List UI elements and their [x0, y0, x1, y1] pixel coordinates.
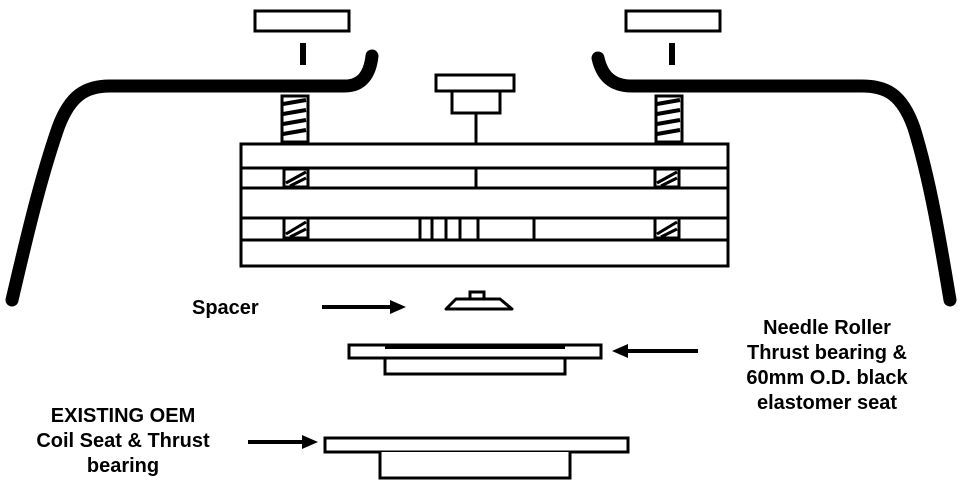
- needle-roller-label-line-4: elastomer seat: [756, 392, 898, 414]
- right-threaded-stud: [653, 94, 684, 240]
- existing-oem-arrow: [248, 435, 318, 449]
- left-strut-tower-outline: [5, 49, 379, 307]
- spacer-label: Spacer: [192, 296, 259, 321]
- mount-plate-3: [239, 238, 730, 268]
- piston-rod-nut: [434, 73, 516, 144]
- right-strut-tower-outline: [591, 51, 957, 307]
- existing-oem-label-line-2: Coil Seat & Thrust: [36, 430, 210, 452]
- center-bushing: [418, 218, 536, 240]
- existing-oem-label-line-1: EXISTING OEM: [50, 405, 196, 427]
- oem-coil-seat-part: [323, 436, 630, 480]
- needle-roller-bearing-part: [347, 343, 603, 376]
- existing-oem-label-line-3: bearing: [86, 455, 160, 477]
- existing-oem-label: EXISTING OEM Coil Seat & Thrust bearing: [0, 404, 246, 479]
- right-top-nut: [624, 9, 722, 65]
- needle-roller-label-line-2: Thrust bearing &: [746, 342, 907, 364]
- needle-roller-label: Needle Roller Thrust bearing & 60mm O.D.…: [714, 316, 940, 416]
- upper-mount-plates: [239, 142, 730, 268]
- spacer-arrow: [322, 300, 406, 314]
- spacer-part: [444, 290, 514, 311]
- left-top-nut: [253, 9, 351, 65]
- needle-roller-label-line-3: 60mm O.D. black: [746, 367, 908, 389]
- mount-plate-2: [239, 186, 730, 220]
- needle-roller-arrow: [612, 344, 698, 358]
- mount-plate-1: [239, 142, 730, 170]
- spacer-label-text: Spacer: [192, 297, 259, 319]
- needle-roller-label-line-1: Needle Roller: [763, 317, 891, 339]
